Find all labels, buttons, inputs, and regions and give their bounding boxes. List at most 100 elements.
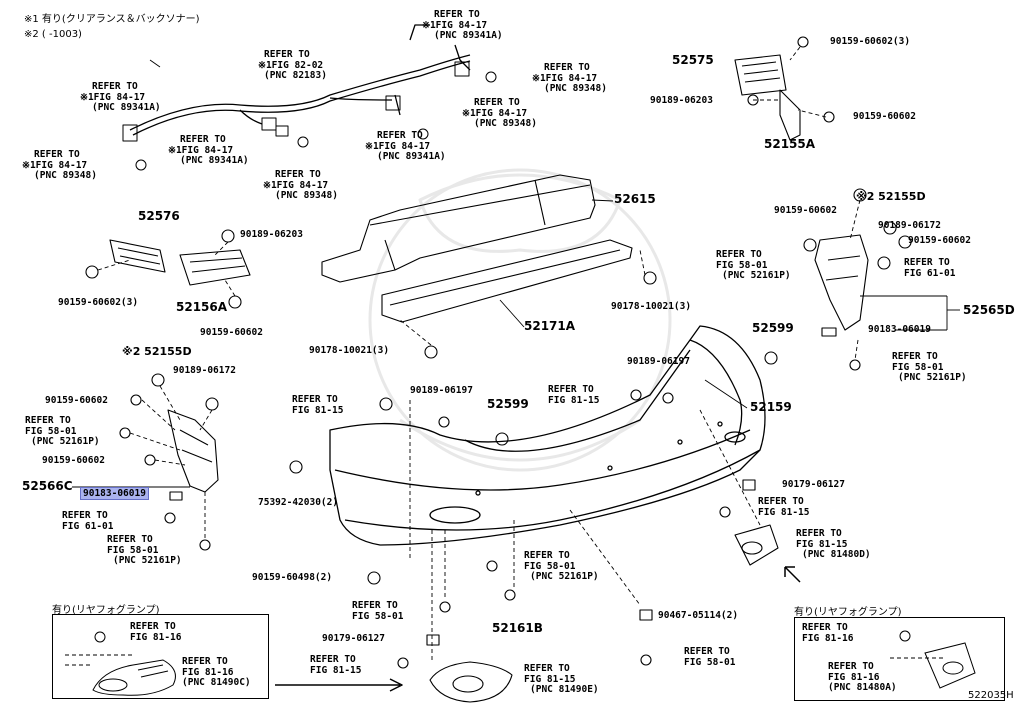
ref-58-right[interactable]: REFER TO FIG 58-01 (PNC 52161P) xyxy=(716,249,791,282)
ref-81-15-a[interactable]: REFER TO FIG 81-15 xyxy=(292,394,343,416)
part-52155D-right[interactable]: ※2 52155D xyxy=(856,190,926,203)
note-1: ※1 有り(クリアランス＆バックソナー) xyxy=(24,14,200,25)
ref-line: REFER TO xyxy=(310,654,356,665)
arrow-to-center-lamp xyxy=(275,678,403,692)
ref-line: FIG 81-15 xyxy=(548,394,600,406)
harness-connectors xyxy=(122,61,497,171)
ref-89348-tr[interactable]: REFER TO ※1FIG 84-17 (PNC 89348) xyxy=(532,62,607,95)
ref-line: REFER TO xyxy=(474,97,520,108)
ref-82183[interactable]: REFER TO ※1FIG 82-02 (PNC 82183) xyxy=(258,49,327,82)
ref-line: REFER TO xyxy=(684,646,730,657)
part-90189-06203-top[interactable]: 90189-06203 xyxy=(650,95,713,106)
ref-81480D[interactable]: REFER TO FIG 81-15 (PNC 81480D) xyxy=(796,528,871,561)
ref-line: (PNC 52161P) xyxy=(722,270,791,281)
ref-line: ※1FIG 84-17 xyxy=(532,72,598,84)
part-52599-r[interactable]: 52599 xyxy=(752,321,794,335)
ref-line: ※1FIG 82-02 xyxy=(258,59,324,71)
part-90159-60602-l1[interactable]: 90159-60602 xyxy=(45,395,108,406)
ref-89341A-c[interactable]: REFER TO ※1FIG 84-17 (PNC 89341A) xyxy=(168,134,249,167)
part-52615[interactable]: 52615 xyxy=(614,192,656,206)
part-90183-06019-r[interactable]: 90183-06019 xyxy=(868,324,931,335)
watermark-emblem xyxy=(368,168,672,472)
ref-58-right2[interactable]: REFER TO FIG 58-01 (PNC 52161P) xyxy=(892,351,967,384)
inset-right-title: 有り(リヤフォグランプ) xyxy=(794,607,902,618)
ref-58-01-r[interactable]: REFER TO FIG 58-01 xyxy=(684,646,735,668)
ref-58-left2[interactable]: REFER TO FIG 58-01 (PNC 52161P) xyxy=(107,534,182,567)
ref-line: REFER TO xyxy=(34,149,80,160)
ref-line: (PNC 89341A) xyxy=(180,155,249,166)
part-90159-60602-l2[interactable]: 90159-60602 xyxy=(42,455,105,466)
part-90159-60602-left[interactable]: 90159-60602 xyxy=(200,327,263,338)
part-90189-06197-c[interactable]: 90189-06197 xyxy=(410,385,473,396)
part-90179-06127-r[interactable]: 90179-06127 xyxy=(782,479,845,490)
ref-89341A-left[interactable]: REFER TO ※1FIG 84-17 (PNC 89341A) xyxy=(80,81,161,114)
ref-89348-mid[interactable]: REFER TO ※1FIG 84-17 (PNC 89348) xyxy=(462,97,537,130)
ref-89341A-top[interactable]: REFER TO ※1FIG 84-17 (PNC 89341A) xyxy=(422,9,503,42)
inset-right-ref2[interactable]: REFER TO FIG 81-16 (PNC 81480A) xyxy=(828,661,897,694)
fog-lamp-center xyxy=(429,661,513,703)
ref-line: REFER TO xyxy=(107,534,153,545)
ref-line: FIG 58-01 xyxy=(352,610,404,622)
part-52599-c[interactable]: 52599 xyxy=(487,397,529,411)
part-90189-06172-r[interactable]: 90189-06172 xyxy=(878,220,941,231)
part-90189-06197-r[interactable]: 90189-06197 xyxy=(627,356,690,367)
ref-81-15-c[interactable]: REFER TO FIG 81-15 xyxy=(758,496,809,518)
ref-89341A-mid[interactable]: REFER TO ※1FIG 84-17 (PNC 89341A) xyxy=(365,130,446,163)
part-75392-42030-2[interactable]: 75392-42030(2) xyxy=(258,497,339,508)
ref-line: REFER TO xyxy=(544,62,590,73)
inset-left-ref1[interactable]: REFER TO FIG 81-16 xyxy=(130,621,181,643)
part-52155A[interactable]: 52155A xyxy=(764,137,816,151)
ref-61-left[interactable]: REFER TO FIG 61-01 xyxy=(62,510,113,532)
part-90189-06172-l[interactable]: 90189-06172 xyxy=(173,365,236,376)
part-52566C[interactable]: 52566C xyxy=(22,479,73,493)
part-52575[interactable]: 52575 xyxy=(672,53,714,67)
part-90159-60602-3-left[interactable]: 90159-60602(3) xyxy=(58,297,139,308)
inset-right-ref1[interactable]: REFER TO FIG 81-16 xyxy=(802,622,853,644)
ref-line: (PNC 89348) xyxy=(34,170,97,181)
ref-61-right[interactable]: REFER TO FIG 61-01 xyxy=(904,257,955,279)
ref-line: FIG 81-15 xyxy=(796,538,848,550)
part-90159-60602-r[interactable]: 90159-60602 xyxy=(774,205,837,216)
part-52156A[interactable]: 52156A xyxy=(176,300,228,314)
part-90159-60498-2[interactable]: 90159-60498(2) xyxy=(252,572,333,583)
ref-line: REFER TO xyxy=(352,600,398,611)
part-52161B[interactable]: 52161B xyxy=(492,621,543,635)
part-90159-60602-3-top[interactable]: 90159-60602(3) xyxy=(830,36,911,47)
ref-81490E[interactable]: REFER TO FIG 81-15 (PNC 81490E) xyxy=(524,663,599,696)
part-90467-05114-2[interactable]: 90467-05114(2) xyxy=(658,610,739,621)
ref-line: REFER TO xyxy=(524,663,570,674)
ref-line: FIG 81-16 xyxy=(182,666,234,678)
ref-line: REFER TO xyxy=(264,49,310,60)
ref-58-01-c2[interactable]: REFER TO FIG 58-01 xyxy=(352,600,404,622)
ref-89348-c[interactable]: REFER TO ※1FIG 84-17 (PNC 89348) xyxy=(263,169,338,202)
part-52171A[interactable]: 52171A xyxy=(524,319,576,333)
ref-81-15-b[interactable]: REFER TO FIG 81-15 xyxy=(548,384,600,406)
ref-line: REFER TO xyxy=(758,496,804,507)
ref-89348-left[interactable]: REFER TO ※1FIG 84-17 (PNC 89348) xyxy=(22,149,97,182)
ref-line: FIG 58-01 xyxy=(892,361,944,373)
inset-left-ref2[interactable]: REFER TO FIG 81-16 (PNC 81490C) xyxy=(182,656,251,689)
part-52159[interactable]: 52159 xyxy=(750,400,792,414)
part-52576[interactable]: 52576 xyxy=(138,209,180,223)
ref-58-left[interactable]: REFER TO FIG 58-01 (PNC 52161P) xyxy=(25,415,100,448)
ref-58-c[interactable]: REFER TO FIG 58-01 (PNC 52161P) xyxy=(524,550,599,583)
ref-line: ※1FIG 84-17 xyxy=(462,107,528,119)
part-90189-06203-left[interactable]: 90189-06203 xyxy=(240,229,303,240)
ref-line: REFER TO xyxy=(796,528,842,539)
energy-absorber-52615 xyxy=(321,174,596,283)
ref-line: (PNC 81480D) xyxy=(802,549,871,560)
bracket-52576-52156A xyxy=(85,229,251,309)
ref-line: REFER TO xyxy=(802,622,848,633)
part-90159-60602-r2[interactable]: 90159-60602 xyxy=(908,235,971,246)
part-90183-06019-l-highlighted[interactable]: 90183-06019 xyxy=(80,487,149,500)
part-90159-60602-top[interactable]: 90159-60602 xyxy=(853,111,916,122)
ref-81-15-d[interactable]: REFER TO FIG 81-15 xyxy=(310,654,361,676)
ref-line: (PNC 89348) xyxy=(275,190,338,201)
ref-line: REFER TO xyxy=(92,81,138,92)
part-90178-10021-3-r[interactable]: 90178-10021(3) xyxy=(611,301,692,312)
part-90178-10021-3-l[interactable]: 90178-10021(3) xyxy=(309,345,390,356)
part-90179-06127-c[interactable]: 90179-06127 xyxy=(322,633,385,644)
part-52565D[interactable]: 52565D xyxy=(963,303,1015,317)
part-52155D-left[interactable]: ※2 52155D xyxy=(122,345,192,358)
